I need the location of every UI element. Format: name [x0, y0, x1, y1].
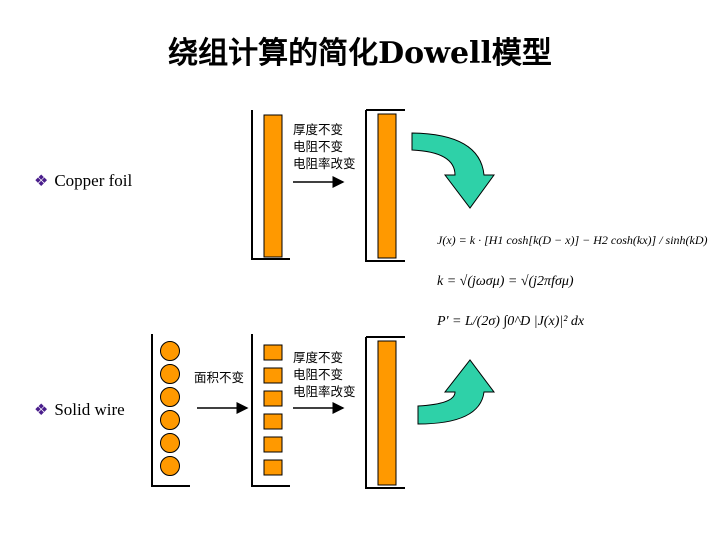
label-area-unchanged: 面积不变: [194, 370, 245, 385]
formula-k: k = √(jωσμ) = √(j2πfσμ): [437, 274, 574, 289]
label-thickness-top: 厚度不变: [293, 122, 344, 137]
wire-winding: [151, 334, 190, 487]
square-conductors: [263, 344, 283, 476]
page-title: 绕组计算的简化Dowell模型: [168, 36, 552, 71]
foil-winding-top-result: [365, 109, 405, 262]
label-resistance-bottom: 电阻不变: [293, 367, 344, 382]
label-top-right: 厚度不变 电阻不变 电阻率改变: [293, 121, 356, 172]
formula-box: [428, 222, 690, 344]
label-bottom-right: 厚度不变 电阻不变 电阻率改变: [293, 349, 356, 400]
foil-winding-bottom-result: [365, 336, 405, 489]
bullet-copper-foil: ❖ Copper foil: [34, 171, 132, 191]
label-resistivity-bottom: 电阻率改变: [293, 384, 356, 399]
green-arrow-down-icon: [411, 132, 495, 209]
diamond-bullet-icon: ❖: [34, 402, 49, 419]
round-wires: [160, 341, 180, 476]
equivalent-foil-strip: [377, 113, 397, 259]
label-resistivity-top: 电阻率改变: [293, 156, 356, 171]
formula-power: P' = L/(2σ) ∫0^D |J(x)|² dx: [437, 314, 585, 329]
square-conductors-winding: [251, 334, 290, 487]
copper-foil-label: Copper foil: [54, 171, 133, 190]
label-resistance-top: 电阻不变: [293, 139, 344, 154]
equivalent-foil-strip-bottom: [377, 340, 397, 486]
formula-current-density: J(x) = k · [H1 cosh[k(D − x)] − H2 cosh(…: [437, 233, 708, 247]
diamond-bullet-icon: ❖: [34, 173, 49, 190]
bullet-solid-wire: ❖ Solid wire: [34, 400, 125, 420]
label-thickness-bottom: 厚度不变: [293, 350, 344, 365]
copper-foil-strip: [263, 114, 283, 258]
solid-wire-label: Solid wire: [54, 400, 125, 419]
green-arrow-up-icon: [417, 359, 495, 425]
foil-winding-top: [251, 110, 290, 260]
